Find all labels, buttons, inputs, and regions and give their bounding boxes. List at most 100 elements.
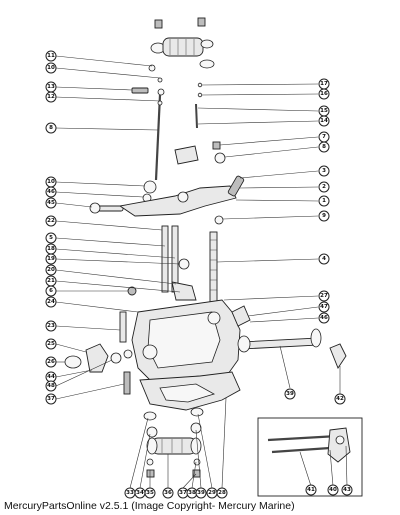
- callouts-left: 11 10 13 12 8 10 46 45 22 5 18 19 20 21 …: [45, 50, 57, 405]
- svg-text:38: 38: [188, 490, 196, 496]
- svg-text:28: 28: [218, 490, 226, 496]
- svg-text:10: 10: [47, 179, 55, 185]
- left-rod-group: [89, 64, 165, 214]
- callout-bottom: 34: [134, 487, 146, 499]
- callout-left: 5: [45, 232, 57, 244]
- svg-text:23: 23: [47, 323, 55, 329]
- callout-left: 13: [45, 81, 57, 93]
- callout-left: 6: [45, 285, 57, 297]
- callout-right: 14: [318, 115, 330, 127]
- callouts-right: 17 16 15 14 7 8 3 2 1 9 4 27 47 46 39 42: [284, 78, 346, 405]
- callout-right: 3: [318, 165, 330, 177]
- svg-text:12: 12: [47, 94, 55, 100]
- svg-text:36: 36: [164, 490, 172, 496]
- copyright-footer: MercuryPartsOnline v2.5.1 (Image Copyrig…: [4, 500, 295, 512]
- lower-clamp: [139, 371, 241, 411]
- svg-text:44: 44: [47, 374, 55, 380]
- svg-text:1: 1: [322, 198, 326, 204]
- leader-lines-right: [197, 83, 341, 394]
- callout-left: 11: [45, 50, 57, 62]
- callout-bottom: 33: [124, 487, 136, 499]
- svg-text:42: 42: [336, 396, 344, 402]
- callout-left: 25: [45, 338, 57, 350]
- svg-text:48: 48: [47, 383, 55, 389]
- callout-right: 27: [318, 290, 330, 302]
- svg-text:46: 46: [47, 189, 55, 195]
- svg-text:45: 45: [47, 200, 55, 206]
- callout-left: 21: [45, 275, 57, 287]
- svg-text:5: 5: [49, 235, 53, 241]
- callout-right: 1: [318, 195, 330, 207]
- callout-left: 10: [45, 62, 57, 74]
- callout-bottom: 37: [177, 487, 189, 499]
- callout-right: 16: [318, 88, 330, 100]
- callout-right: 15: [318, 105, 330, 117]
- callout-left: 12: [45, 91, 57, 103]
- callout-left: 48: [45, 380, 57, 392]
- svg-text:29: 29: [208, 490, 216, 496]
- callout-left: 37: [45, 393, 57, 405]
- leader-lines: [55, 55, 181, 400]
- callout-right: 39: [284, 388, 296, 400]
- svg-text:7: 7: [322, 134, 326, 140]
- bottom-swivel-assembly: [143, 407, 204, 478]
- callout-bottom: 39: [195, 487, 207, 499]
- callout-left: 19: [45, 253, 57, 265]
- svg-text:40: 40: [329, 487, 337, 493]
- svg-text:15: 15: [320, 108, 328, 114]
- callout-right: 42: [334, 393, 346, 405]
- svg-text:34: 34: [136, 490, 144, 496]
- vertical-studs: [127, 225, 218, 303]
- svg-text:9: 9: [322, 213, 326, 219]
- callout-left: 10: [45, 176, 57, 188]
- svg-text:43: 43: [343, 487, 351, 493]
- svg-text:24: 24: [47, 299, 55, 305]
- svg-text:3: 3: [322, 168, 326, 174]
- svg-text:17: 17: [320, 81, 328, 87]
- callout-right: 7: [318, 131, 330, 143]
- svg-text:10: 10: [47, 65, 55, 71]
- svg-text:13: 13: [47, 84, 55, 90]
- upper-right-hardware: [174, 82, 226, 165]
- svg-text:11: 11: [47, 53, 55, 59]
- svg-text:25: 25: [47, 341, 55, 347]
- callout-right: 17: [318, 78, 330, 90]
- callouts-inset: 41 40 43: [305, 484, 353, 496]
- svg-text:39: 39: [286, 391, 294, 397]
- callout-left: 20: [45, 264, 57, 276]
- callout-bottom: 35: [144, 487, 156, 499]
- svg-text:27: 27: [320, 293, 328, 299]
- callout-inset: 43: [341, 484, 353, 496]
- callout-right: 2: [318, 181, 330, 193]
- top-swivel-assembly: [150, 17, 215, 69]
- callouts-bottom: 33 34 35 36 37 38 39 29 28: [124, 487, 228, 499]
- svg-text:21: 21: [47, 278, 55, 284]
- svg-text:8: 8: [49, 125, 53, 131]
- callout-right: 9: [318, 210, 330, 222]
- svg-text:14: 14: [320, 118, 328, 124]
- callout-left: 26: [45, 356, 57, 368]
- tilt-tube: [231, 305, 347, 369]
- callout-bottom: 36: [162, 487, 174, 499]
- callout-left: 8: [45, 122, 57, 134]
- inset-detail-box: [257, 417, 363, 497]
- callout-bottom: 28: [216, 487, 228, 499]
- svg-text:18: 18: [47, 246, 55, 252]
- svg-text:22: 22: [47, 218, 55, 224]
- svg-text:16: 16: [320, 91, 328, 97]
- callout-bottom: 29: [206, 487, 218, 499]
- svg-text:20: 20: [47, 267, 55, 273]
- svg-text:33: 33: [126, 490, 134, 496]
- left-side-parts: [64, 343, 133, 373]
- callout-left: 44: [45, 371, 57, 383]
- callout-left: 22: [45, 215, 57, 227]
- callout-left: 18: [45, 243, 57, 255]
- svg-text:37: 37: [47, 396, 55, 402]
- callout-left: 24: [45, 296, 57, 308]
- svg-text:35: 35: [146, 490, 154, 496]
- callout-left: 23: [45, 320, 57, 332]
- svg-text:2: 2: [322, 184, 326, 190]
- callout-right: 4: [318, 253, 330, 265]
- svg-text:19: 19: [47, 256, 55, 262]
